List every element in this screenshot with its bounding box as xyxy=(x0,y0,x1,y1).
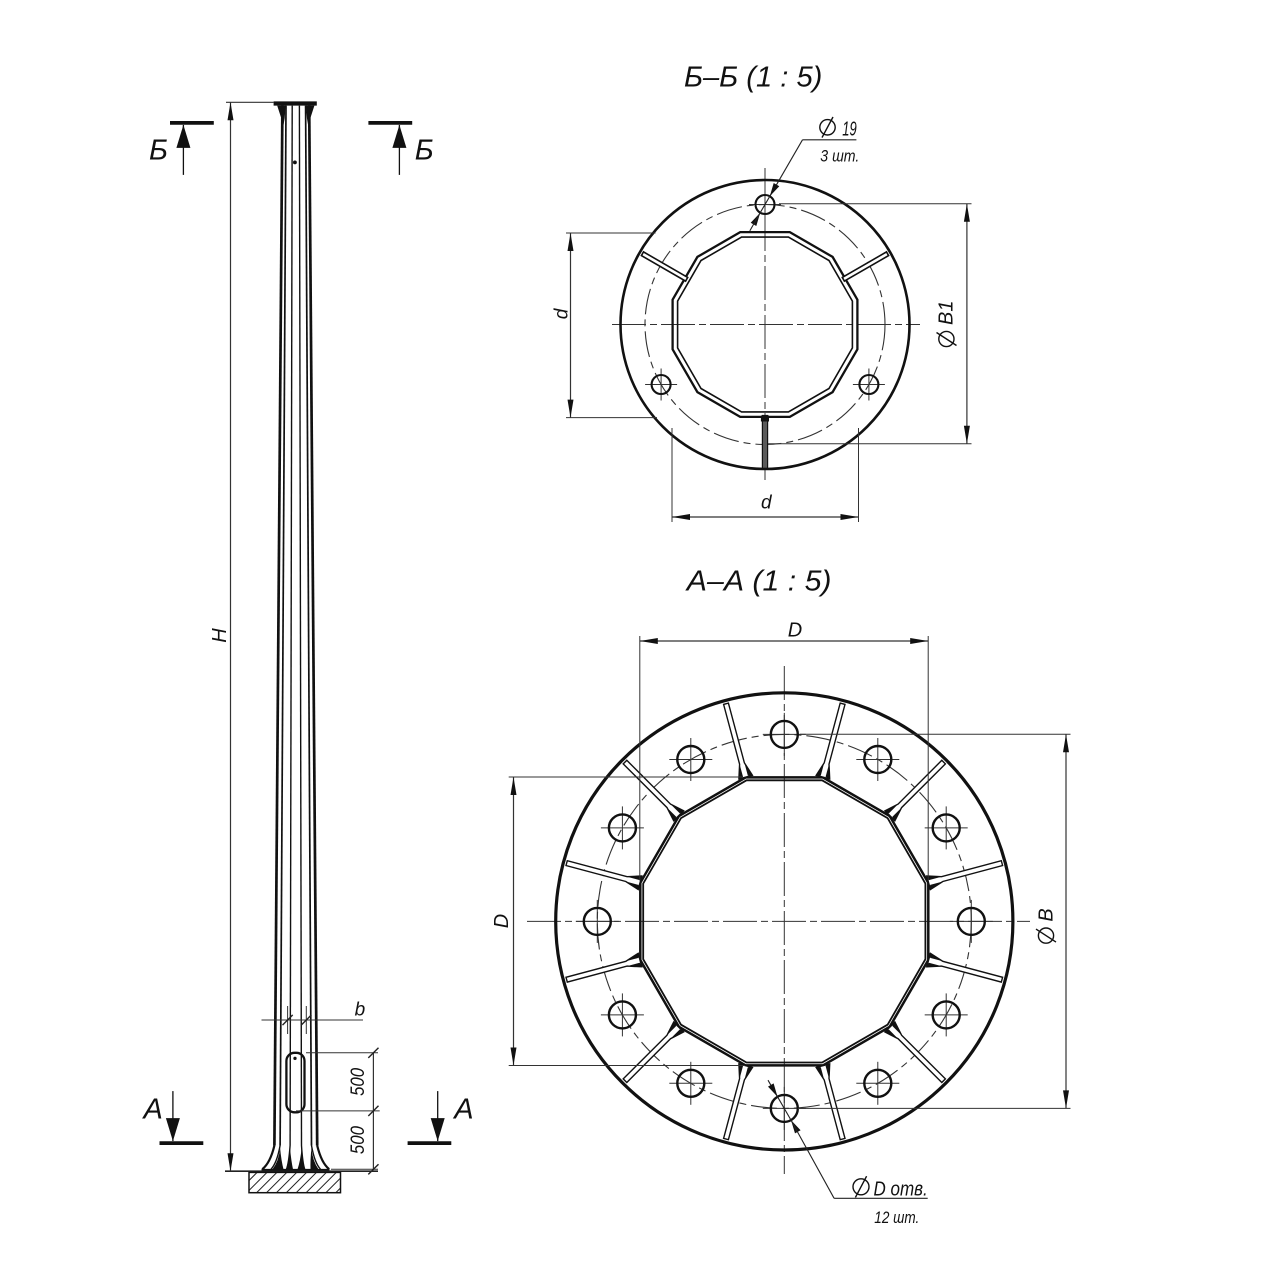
svg-text:D: D xyxy=(491,914,513,928)
svg-text:19: 19 xyxy=(842,118,857,140)
svg-text:А–А (1 : 5): А–А (1 : 5) xyxy=(685,566,832,598)
svg-text:D отв.: D отв. xyxy=(874,1179,928,1201)
svg-text:А: А xyxy=(142,1093,163,1125)
svg-text:d: d xyxy=(552,307,573,319)
svg-text:500: 500 xyxy=(348,1126,369,1154)
svg-text:B1: B1 xyxy=(936,301,958,325)
svg-text:3 шт.: 3 шт. xyxy=(820,147,859,166)
svg-text:H: H xyxy=(209,628,231,643)
svg-text:500: 500 xyxy=(348,1068,369,1096)
svg-text:12 шт.: 12 шт. xyxy=(874,1208,919,1227)
svg-text:D: D xyxy=(788,620,802,642)
svg-text:b: b xyxy=(355,999,366,1020)
svg-text:Б–Б (1 : 5): Б–Б (1 : 5) xyxy=(684,62,822,94)
svg-text:А: А xyxy=(452,1093,473,1125)
svg-text:Б: Б xyxy=(149,134,168,166)
svg-text:Б: Б xyxy=(415,134,434,166)
svg-text:d: d xyxy=(761,493,773,514)
svg-text:B: B xyxy=(1035,908,1057,921)
